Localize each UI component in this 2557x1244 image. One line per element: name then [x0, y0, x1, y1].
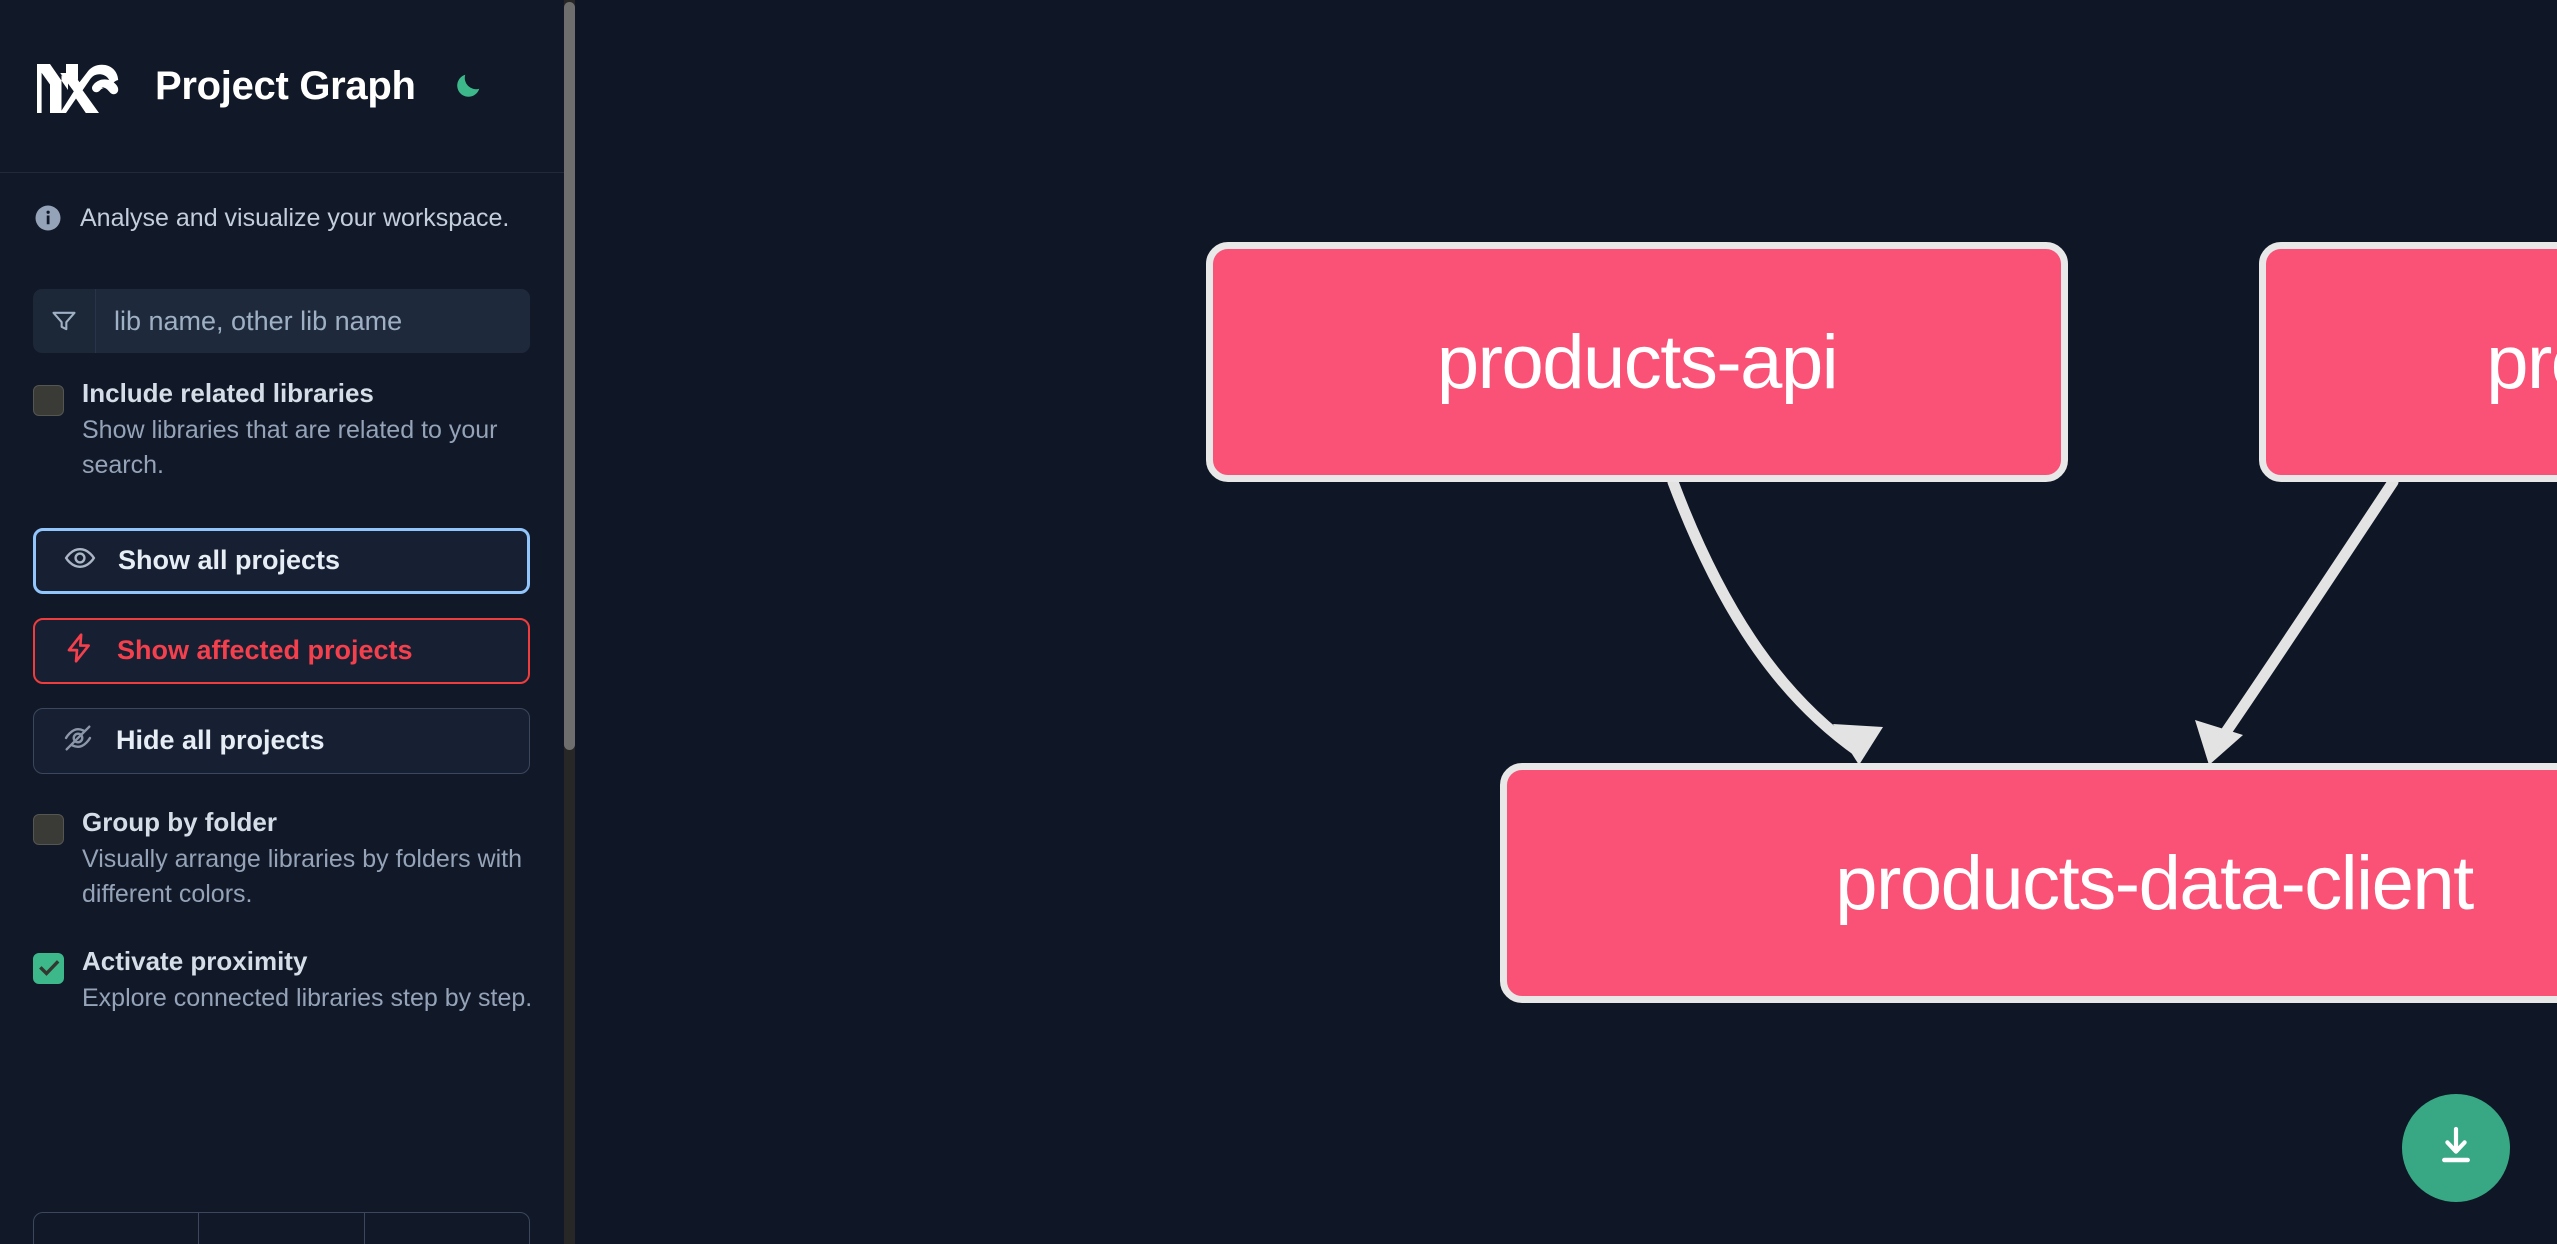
- sidebar-scrollbar-thumb[interactable]: [564, 2, 575, 750]
- graph-node-products-cli[interactable]: products-cli: [2259, 242, 2557, 482]
- edge-products-api-to-products-data-client: [1667, 476, 1883, 765]
- proximity-segmented-control[interactable]: [33, 1212, 530, 1244]
- filter-icon: [33, 289, 96, 353]
- sidebar-body: Include related libraries Show libraries…: [0, 289, 575, 1016]
- group-by-folder-texts: Group by folder Visually arrange librari…: [82, 806, 542, 913]
- info-icon: [33, 203, 63, 233]
- graph-node-products-data-client[interactable]: products-data-client: [1500, 763, 2557, 1003]
- graph-canvas[interactable]: products-api products-cli products-data-…: [575, 0, 2557, 1244]
- include-related-libraries-texts: Include related libraries Show libraries…: [82, 378, 542, 484]
- group-by-folder-description: Visually arrange libraries by folders wi…: [82, 844, 523, 909]
- group-by-folder-label: Group by folder: [82, 806, 277, 837]
- checkbox-row-activate-proximity[interactable]: Activate proximity Explore connected lib…: [33, 945, 542, 1016]
- eye-icon: [64, 542, 96, 579]
- checkbox-row-group-by-folder[interactable]: Group by folder Visually arrange librari…: [33, 806, 542, 913]
- proximity-segment-3[interactable]: [365, 1213, 529, 1244]
- activate-proximity-label: Activate proximity: [82, 945, 308, 976]
- activate-proximity-description: Explore connected libraries step by step…: [82, 983, 533, 1012]
- sidebar: Project Graph Analyse and visualize your…: [0, 0, 575, 1244]
- graph-node-label: products-api: [1436, 319, 1839, 405]
- sidebar-scrollbar[interactable]: [564, 0, 575, 1244]
- show-all-projects-label: Show all projects: [118, 545, 341, 576]
- show-all-projects-button[interactable]: Show all projects: [33, 527, 530, 594]
- lightning-icon: [63, 632, 95, 669]
- proximity-segment-1[interactable]: [34, 1213, 200, 1244]
- graph-node-products-api[interactable]: products-api: [1206, 242, 2068, 482]
- sidebar-scroll-area[interactable]: Project Graph Analyse and visualize your…: [0, 0, 575, 1244]
- sidebar-header: Project Graph: [0, 0, 575, 173]
- search-row: [33, 289, 530, 353]
- tagline-text: Analyse and visualize your workspace.: [80, 203, 510, 232]
- eye-off-icon: [62, 722, 94, 759]
- sidebar-tagline: Analyse and visualize your workspace.: [0, 173, 575, 263]
- moon-icon[interactable]: [446, 64, 490, 108]
- include-related-libraries-checkbox[interactable]: [33, 385, 64, 416]
- graph-node-label: products-data-client: [1835, 840, 2474, 926]
- download-icon: [2432, 1122, 2480, 1175]
- include-related-libraries-label: Include related libraries: [82, 378, 374, 408]
- edge-products-cli-to-products-data-client: [2195, 476, 2399, 765]
- include-related-libraries-description: Show libraries that are related to your …: [82, 415, 498, 480]
- download-button[interactable]: [2402, 1094, 2510, 1202]
- app-title: Project Graph: [155, 63, 416, 108]
- search-input[interactable]: [96, 289, 530, 353]
- proximity-segment-2[interactable]: [199, 1213, 365, 1244]
- show-affected-projects-label: Show affected projects: [117, 635, 413, 666]
- activate-proximity-texts: Activate proximity Explore connected lib…: [82, 945, 542, 1016]
- activate-proximity-checkbox[interactable]: [33, 952, 64, 984]
- hide-all-projects-label: Hide all projects: [116, 725, 325, 756]
- nx-logo: [33, 57, 125, 115]
- checkbox-row-include-related-libraries[interactable]: Include related libraries Show libraries…: [33, 378, 542, 484]
- hide-all-projects-button[interactable]: Hide all projects: [33, 707, 530, 774]
- graph-node-label: products-cli: [2486, 319, 2557, 405]
- group-by-folder-checkbox[interactable]: [33, 813, 64, 845]
- graph-edges: [1667, 476, 2399, 765]
- show-affected-projects-button[interactable]: Show affected projects: [33, 617, 530, 684]
